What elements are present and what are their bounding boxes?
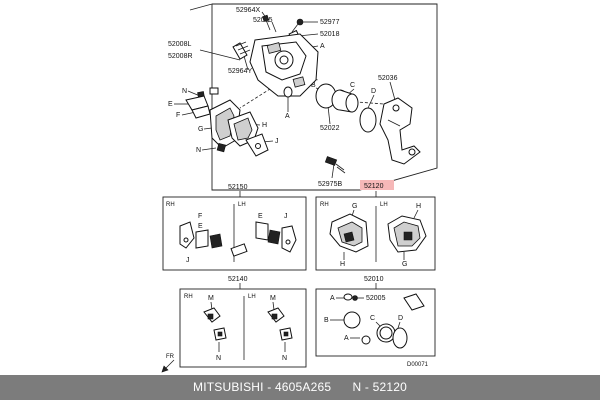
label-f-left: F [176,112,180,119]
caption-separator: N [352,380,362,394]
bolt-52975b [324,156,346,174]
seal-kit-52010 [343,293,425,349]
label-52022: 52022 [320,125,340,132]
label-e-left: E [168,101,173,108]
pin-boot-a [283,86,293,98]
label-c-4: C [370,315,375,322]
label-j-1l: J [186,257,190,264]
label-h-2l: H [340,261,345,268]
label-n-3r: N [282,355,287,362]
label-52005-top: 52005 [253,17,273,24]
label-52010: 52010 [364,276,384,283]
brake-pad-lh [387,215,427,253]
guide-pin-52964y [232,41,251,60]
label-h-2r: H [416,203,421,210]
caption-brand: MITSUBISHI [193,380,264,394]
drawing-code: D00071 [407,362,429,368]
label-a-mid: A [285,113,290,120]
assembly-frame [211,3,438,191]
label-a-4b: A [344,335,349,342]
label-b-top: B [311,82,316,89]
label-d-top: D [371,88,376,95]
pad-clip-kit-rh [203,307,227,341]
label-rh-1: RH [166,202,175,208]
label-52018: 52018 [320,31,340,38]
kit-box-52120 [315,196,436,271]
kit-box-52150 [162,196,307,271]
label-52036: 52036 [378,75,398,82]
label-a-top: A [320,43,325,50]
label-n-left-top: N [182,88,187,95]
label-52140: 52140 [228,276,248,283]
label-52005-box: 52005 [366,295,386,302]
label-lh-1: LH [238,202,246,208]
label-b-4: B [324,317,329,324]
label-j-left: J [275,138,279,145]
caliper-support-52036 [379,97,421,165]
label-52008L: 52008L [168,41,191,48]
label-a-4: A [330,295,335,302]
kit-box-52140 [179,288,307,368]
label-52975B: 52975B [318,181,342,188]
label-j-1r: J [284,213,288,220]
caption-part-number: 4605A265 [274,380,332,394]
label-52150: 52150 [228,184,248,191]
label-m-3r: M [270,295,276,302]
front-direction-arrow: FR [161,354,175,373]
label-c-top: C [350,82,355,89]
label-h-left: H [262,122,267,129]
label-e-1r: E [258,213,263,220]
brake-pad-rh [329,213,369,253]
label-rh-3: RH [184,294,193,300]
label-lh-2: LH [380,202,388,208]
caption-reference: 52120 [372,380,407,394]
label-52964Y: 52964Y [228,68,252,75]
label-g-2r: G [402,261,407,268]
label-n-left-bot: N [196,147,201,154]
label-g-left: G [198,126,203,133]
label-rh-2: RH [320,202,329,208]
caliper-body-52008 [249,33,319,97]
top-pad-assembly [185,87,269,157]
label-n-3l: N [216,355,221,362]
shim-kit-lh [230,221,297,257]
label-e-1l: E [198,223,203,230]
piston-c [331,89,359,113]
label-52964X: 52964X [236,7,260,14]
label-52120: 52120 [364,183,384,190]
svg-text:FR: FR [166,354,175,360]
shim-kit-rh [179,221,223,249]
pad-clip-kit-lh [267,307,293,341]
label-lh-3: LH [248,294,256,300]
brake-caliper-exploded-diagram: 52964X 52005 52977 52018 A 52008L 52008R… [161,3,438,373]
label-m-3l: M [208,295,214,302]
part-caption-bar: MITSUBISHI - 4605A265 N - 52120 [0,375,600,400]
label-52008R: 52008R [168,53,193,60]
piston-boot-ring-d [359,107,377,133]
kit-box-52010 [315,288,436,357]
label-f-1l: F [198,213,202,220]
label-g-2l: G [352,203,357,210]
bolt-52964x [262,14,271,31]
label-52977: 52977 [320,19,340,26]
highlight-52120 [360,180,394,190]
label-d-4: D [398,315,403,322]
